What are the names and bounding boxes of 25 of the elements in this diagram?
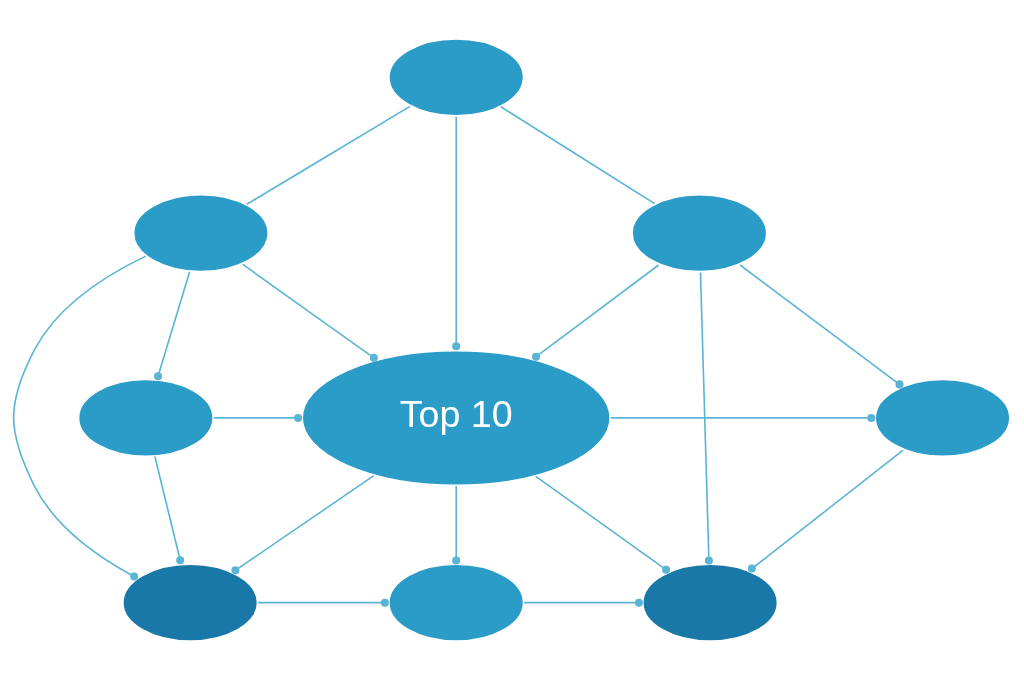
connector bbox=[739, 264, 904, 389]
connector bbox=[535, 475, 671, 574]
connector bbox=[610, 413, 876, 422]
node-ellipse: Top 10 bbox=[300, 348, 613, 488]
connector bbox=[523, 598, 643, 607]
connector bbox=[12, 255, 147, 581]
connector bbox=[257, 598, 389, 607]
node-cloud bbox=[387, 562, 526, 643]
connector bbox=[699, 271, 713, 565]
connector bbox=[154, 271, 191, 381]
connector bbox=[452, 485, 461, 565]
connector bbox=[747, 449, 904, 573]
connector bbox=[532, 264, 660, 361]
connector bbox=[154, 455, 185, 565]
node-cloud bbox=[131, 192, 271, 274]
connector bbox=[452, 115, 461, 351]
node-cloud bbox=[120, 562, 260, 643]
connector bbox=[241, 263, 378, 362]
node-cloud bbox=[630, 192, 769, 274]
connector bbox=[231, 474, 375, 575]
node-cloud bbox=[387, 37, 526, 118]
node-cloud bbox=[76, 377, 216, 459]
connector bbox=[246, 105, 411, 206]
connector bbox=[499, 105, 656, 205]
connector bbox=[212, 413, 303, 422]
